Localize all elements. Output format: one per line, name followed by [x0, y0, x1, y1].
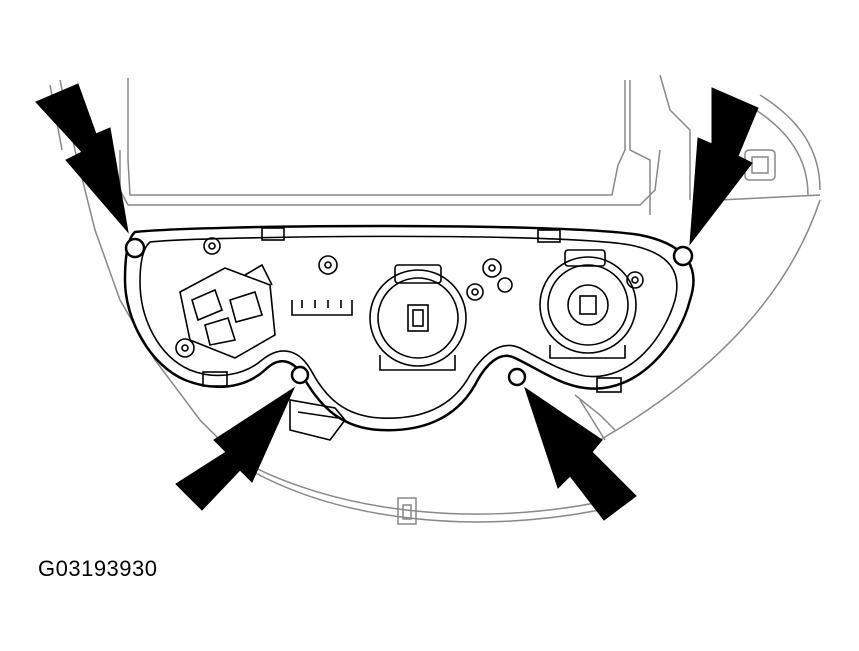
arrow-top-right [689, 87, 759, 246]
mounting-hole-top-right [672, 245, 694, 267]
pointer-arrows [35, 83, 759, 521]
control-module-bezel [123, 224, 695, 432]
mounting-hole-top-left [124, 237, 146, 259]
mounting-hole-bottom-right [507, 367, 527, 387]
climate-control-module-diagram [35, 74, 821, 525]
mounting-holes [124, 237, 694, 387]
module-components [175, 227, 644, 441]
mounting-hole-bottom-left [290, 365, 310, 385]
figure-id-label: G03193930 [38, 556, 158, 581]
arrow-bottom-left [175, 386, 296, 511]
arrow-top-left [35, 83, 129, 234]
arrow-bottom-right [524, 386, 637, 521]
